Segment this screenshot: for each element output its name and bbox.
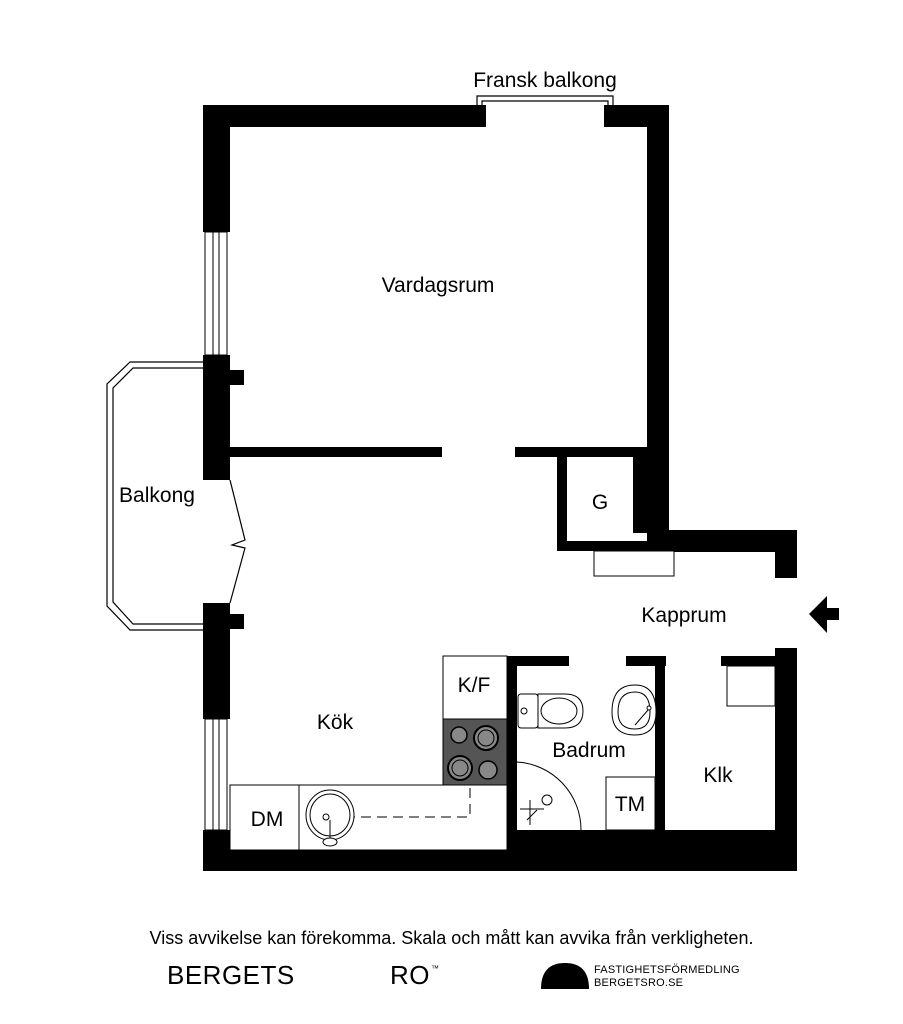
- label-kapprum: Kapprum: [641, 604, 726, 627]
- balcony-outline-inner: [112, 367, 205, 625]
- brand-name-left: BERGETS: [167, 960, 295, 990]
- label-fransk-balkong: Fransk balkong: [473, 69, 617, 92]
- french-balcony-rail: [476, 95, 614, 108]
- label-garderob: G: [592, 491, 608, 514]
- trademark-mark: ™: [431, 964, 440, 973]
- agency-website: BERGETSRO.SE: [594, 977, 684, 989]
- label-klk: Klk: [703, 764, 733, 787]
- stove-icon: [442, 718, 508, 786]
- outer-walls: [203, 105, 797, 871]
- label-vardagsrum: Vardagsrum: [382, 274, 495, 297]
- washing-machine-box: [605, 776, 656, 831]
- kitchen-sink-icon: [305, 789, 355, 847]
- hall-shelf: [593, 550, 675, 577]
- interior-walls: [230, 447, 775, 850]
- label-kyl-frys: K/F: [458, 674, 491, 697]
- agency-logo-icon: [541, 963, 589, 989]
- agency-name: FASTIGHETSFÖRMEDLING: [594, 964, 740, 976]
- disclaimer-text: Viss avvikelse kan förekomma. Skala och …: [149, 928, 754, 948]
- balcony-door: [229, 479, 246, 604]
- label-badrum: Badrum: [552, 739, 626, 762]
- brand-name-right-text: RO: [390, 960, 430, 990]
- kitchen-counter: [229, 655, 508, 851]
- label-balkong: Balkong: [119, 484, 195, 507]
- toilet-icon: [517, 693, 584, 729]
- closet-shelf: [726, 665, 776, 707]
- label-kok: Kök: [317, 711, 354, 734]
- entrance-arrow-icon: [809, 596, 839, 633]
- brand-name-right: RO™: [390, 960, 440, 991]
- label-diskmaskin: DM: [251, 808, 284, 831]
- shower-icon: [516, 761, 582, 831]
- counter-dashed-line: [345, 785, 471, 818]
- washbasin-icon: [611, 684, 657, 736]
- windows: [204, 231, 228, 831]
- label-tvattmaskin: TM: [615, 793, 645, 816]
- balcony-outline: [106, 361, 205, 631]
